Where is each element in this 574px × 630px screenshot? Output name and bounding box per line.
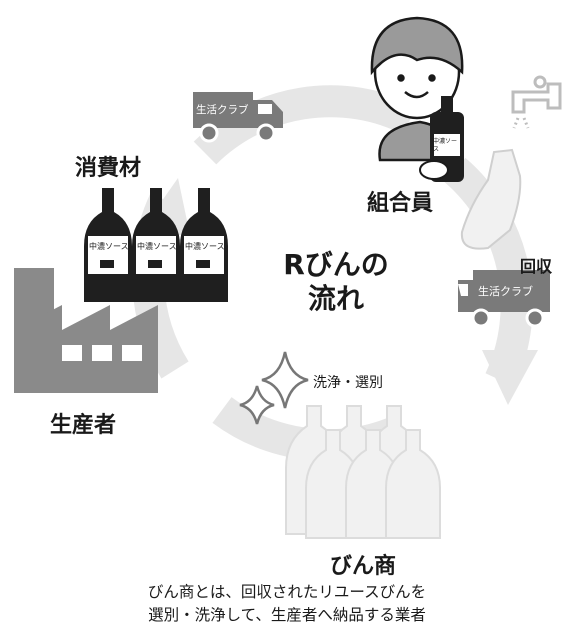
bottle-dealer-label: びん商 <box>330 554 397 579</box>
bottle-dealer-description: びん商とは、回収されたリユースびんを 選別・洗浄して、生産者へ納品する業者 <box>0 581 574 627</box>
cycle-arrowhead-right <box>482 350 538 405</box>
diagram-title-line-2: 流れ <box>307 282 364 315</box>
delivery-truck-text: 生活クラブ <box>196 104 249 116</box>
dark-bottle-1 <box>84 188 132 302</box>
diagram-title: Rびんの 流れ <box>266 248 406 316</box>
member-label: 組合員 <box>367 191 434 216</box>
faucet-icon <box>511 75 562 129</box>
bottle-label-3: 中濃ソース <box>185 242 225 251</box>
dark-bottle-2 <box>132 188 180 302</box>
collection-truck-text: 生活クラブ <box>478 285 533 298</box>
wash-sort-label: 洗浄・選別 <box>313 375 383 391</box>
member-held-bottle <box>419 96 464 182</box>
cycle-arc-top <box>193 85 418 165</box>
description-line-1: びん商とは、回収されたリユースびんを <box>147 583 427 601</box>
empty-bottles <box>285 405 441 539</box>
rinsed-bottle-icon <box>460 148 522 250</box>
member-bottle-label: 中濃ソース <box>433 138 458 153</box>
diagram-title-line-1: Rびんの <box>283 248 389 281</box>
delivery-truck-icon <box>193 92 283 143</box>
producer-label: 生産者 <box>50 413 117 438</box>
empty-bottle-6 <box>385 429 441 539</box>
consumables-label: 消費材 <box>75 156 142 181</box>
consumable-bottles <box>84 188 228 302</box>
dark-bottle-3 <box>180 188 228 302</box>
bottle-label-1: 中濃ソース <box>89 242 129 251</box>
sparkle-icons <box>239 351 309 425</box>
factory-icon <box>14 268 158 393</box>
bottle-label-2: 中濃ソース <box>137 242 177 251</box>
sparkle-small-icon <box>239 385 275 425</box>
collection-label: 回収 <box>520 257 553 276</box>
description-line-2: 選別・洗浄して、生産者へ納品する業者 <box>148 606 426 624</box>
collection-truck-icon <box>458 270 550 328</box>
sparkle-large-icon <box>261 351 309 409</box>
